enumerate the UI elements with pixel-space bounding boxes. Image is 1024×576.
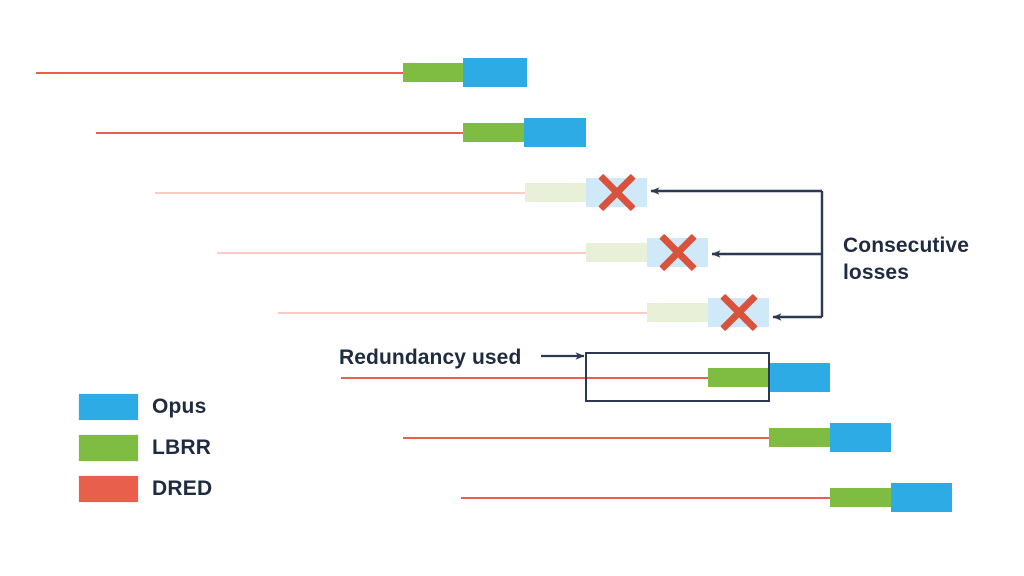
- legend-swatch-opus: [78, 393, 139, 421]
- legend-item-lbrr[interactable]: LBRR: [78, 434, 211, 462]
- legend-item-opus[interactable]: Opus: [78, 393, 206, 421]
- legend-item-dred[interactable]: DRED: [78, 475, 212, 503]
- opus-block: [891, 483, 952, 512]
- dred-segment: [341, 376, 708, 379]
- redundancy-used-label: Redundancy used: [339, 346, 522, 369]
- lbrr-block: [647, 303, 708, 322]
- lbrr-block: [769, 428, 830, 447]
- lbrr-block: [708, 368, 769, 387]
- dred-segment: [278, 311, 647, 314]
- dred-segment: [403, 436, 769, 439]
- legend-swatch-dred: [78, 475, 139, 503]
- lbrr-block: [525, 183, 586, 202]
- legend-label-lbrr: LBRR: [152, 436, 212, 459]
- lbrr-block: [463, 123, 524, 142]
- lbrr-block: [830, 488, 891, 507]
- lbrr-block: [403, 63, 463, 82]
- redundancy-used-highlight-box: [585, 352, 770, 402]
- opus-block: [769, 363, 830, 392]
- consecutive-losses-label: Consecutive losses: [843, 234, 969, 284]
- dred-segment: [155, 191, 525, 194]
- dred-segment: [96, 131, 463, 134]
- dred-segment: [217, 251, 586, 254]
- opus-block: [830, 423, 891, 452]
- lbrr-block: [586, 243, 647, 262]
- opus-block: [463, 58, 527, 87]
- legend-label-opus: Opus: [152, 395, 207, 418]
- dred-segment: [36, 71, 403, 74]
- legend-label-dred: DRED: [152, 477, 213, 500]
- legend-swatch-lbrr: [78, 434, 139, 462]
- opus-block: [524, 118, 586, 147]
- dred-segment: [461, 496, 830, 499]
